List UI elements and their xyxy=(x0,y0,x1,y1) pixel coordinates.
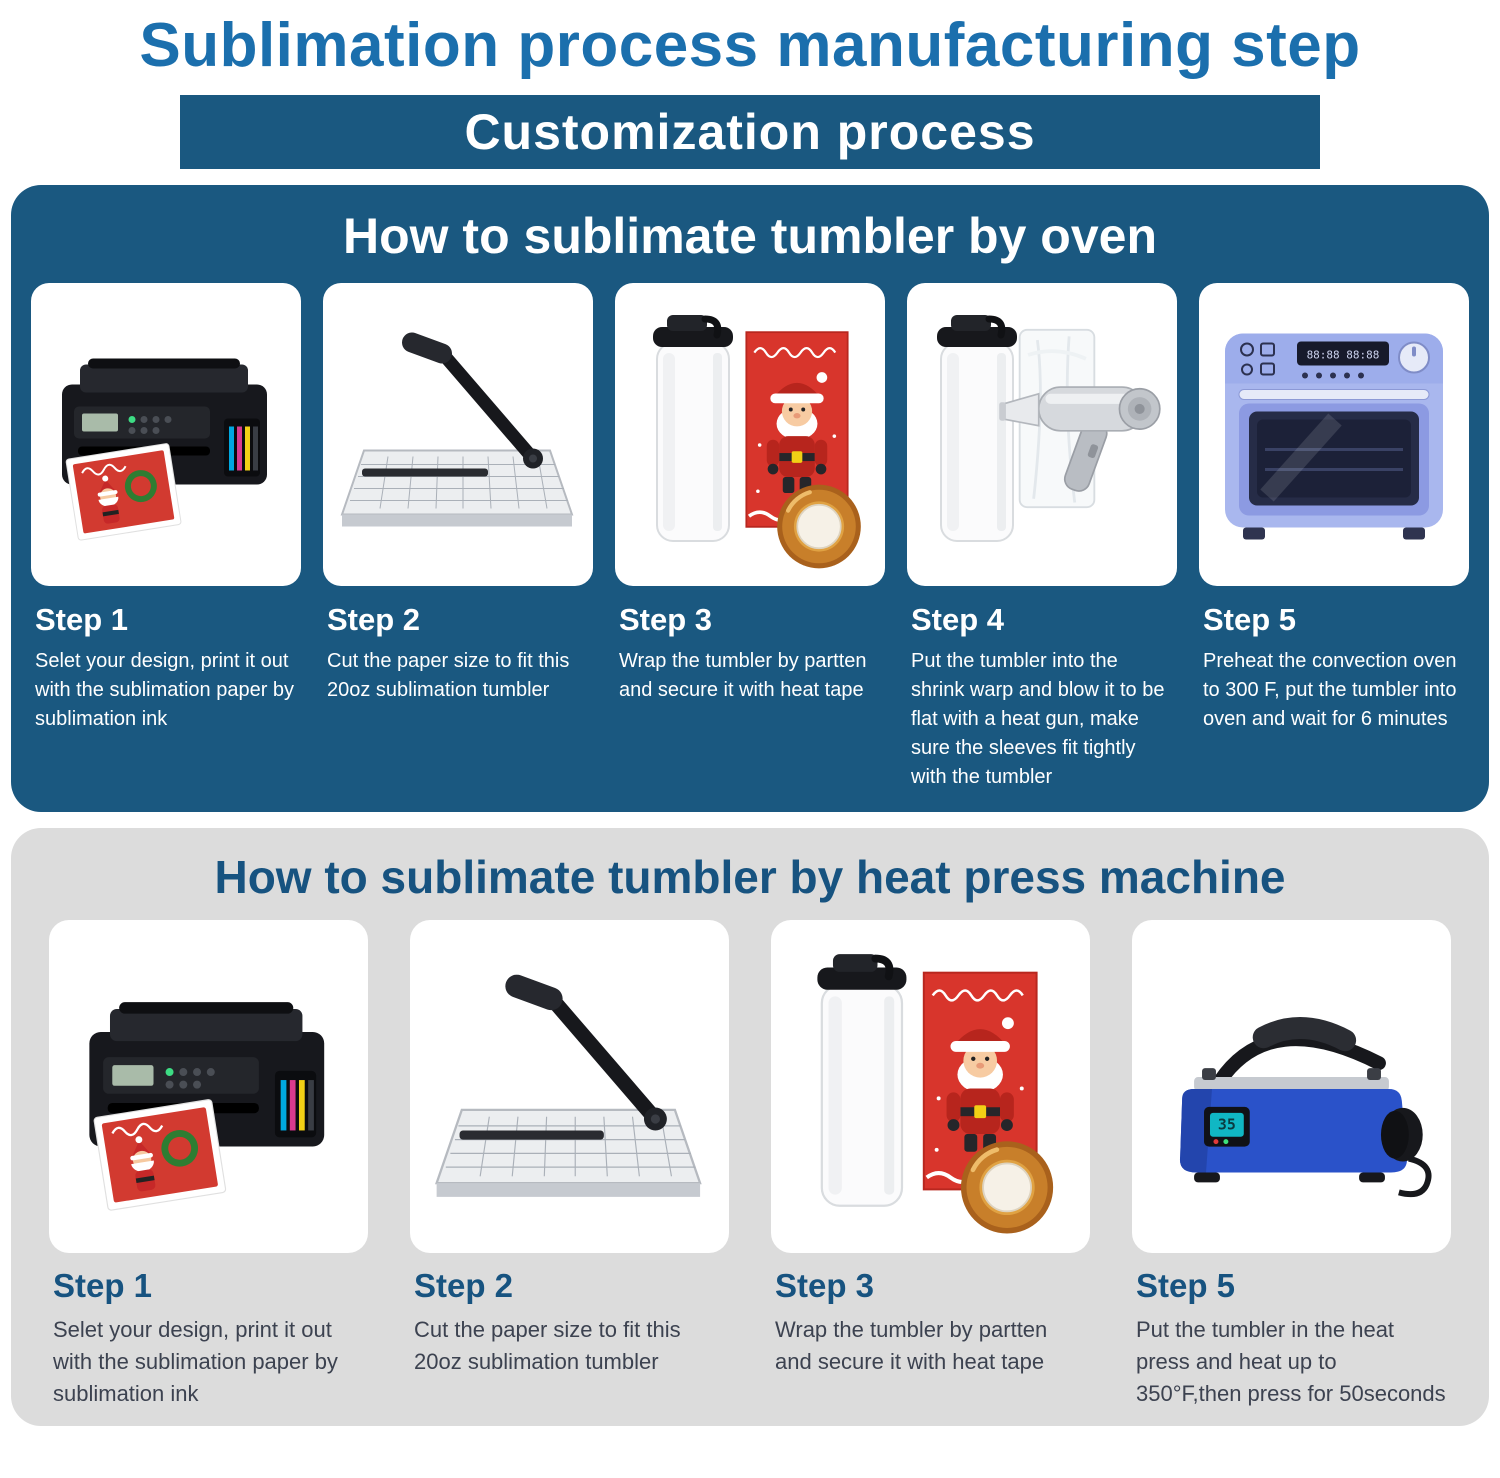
press-step-3: Step 3 Wrap the tumbler by partten and s… xyxy=(771,920,1090,1410)
inkjet-printer-image xyxy=(88,1001,326,1212)
tumbler-pattern-photo-card xyxy=(771,920,1090,1253)
step-label: Step 4 xyxy=(911,602,1005,637)
step-description: Put the tumbler in the heat press and he… xyxy=(1136,1317,1446,1406)
step-label: Step 3 xyxy=(775,1267,875,1304)
step-description: Wrap the tumbler by partten and secure i… xyxy=(619,650,867,701)
paper-cutter-photo-card xyxy=(323,283,593,586)
banner: Customization process xyxy=(180,95,1320,169)
step-label: Step 5 xyxy=(1136,1267,1236,1304)
printer-photo-card xyxy=(31,283,301,586)
oven-step-1: Step 1 Selet your design, print it out w… xyxy=(31,283,301,792)
press-step-1: Step 1 Selet your design, print it out w… xyxy=(49,920,368,1410)
paper-cutter-photo-card xyxy=(410,920,729,1253)
step-description: Selet your design, print it out with the… xyxy=(35,650,295,730)
tumbler-image xyxy=(653,315,733,541)
convection-oven-image: 88:88 88:88 xyxy=(1199,283,1469,586)
step-label: Step 5 xyxy=(1203,602,1297,637)
tumbler-pattern-heat-tape-image xyxy=(771,920,1090,1253)
heat-press-machine-image: 35 xyxy=(1132,920,1451,1253)
tumbler-pattern-heat-tape-image xyxy=(615,283,885,586)
press-step-5: 35 Step 5 Put the tumbler in the heat pr… xyxy=(1132,920,1451,1410)
oven-display: 88:88 88:88 xyxy=(1307,349,1380,362)
heat-tape-image xyxy=(777,485,861,569)
infographic-page: Sublimation process manufacturing step C… xyxy=(11,11,1489,1426)
press-step-2: Step 2 Cut the paper size to fit this 20… xyxy=(410,920,729,1410)
heat-tape-image xyxy=(961,1141,1053,1233)
oven-step-5: 88:88 88:88 Step 5 Preheat the convectio… xyxy=(1199,283,1469,792)
press-display: 35 xyxy=(1218,1116,1236,1134)
press-section: How to sublimate tumbler by heat press m… xyxy=(11,828,1489,1426)
page-title: Sublimation process manufacturing step xyxy=(139,11,1361,80)
oven-section-title: How to sublimate tumbler by oven xyxy=(343,208,1157,264)
step-label: Step 3 xyxy=(619,602,713,637)
step-label: Step 1 xyxy=(35,602,129,637)
oven-step-2: Step 2 Cut the paper size to fit this 20… xyxy=(323,283,593,792)
step-label: Step 1 xyxy=(53,1267,153,1304)
banner-text: Customization process xyxy=(464,104,1036,160)
paper-cutter-image xyxy=(323,283,593,586)
step-description: Preheat the convection oven to 300 F, pu… xyxy=(1203,650,1457,730)
press-section-title: How to sublimate tumbler by heat press m… xyxy=(214,851,1286,903)
step-description: Put the tumbler into the shrink warp and… xyxy=(911,650,1165,788)
oven-section: How to sublimate tumbler by oven Step 1 … xyxy=(11,185,1489,812)
oven-photo-card: 88:88 88:88 xyxy=(1199,283,1469,586)
step-description: Cut the paper size to fit this 20oz subl… xyxy=(327,650,570,701)
printer-photo-card xyxy=(49,920,368,1253)
heat-press-photo-card: 35 xyxy=(1132,920,1451,1253)
tumbler-shrink-wrap-heat-gun-image xyxy=(907,283,1161,586)
step-label: Step 2 xyxy=(327,602,421,637)
inkjet-printer-image xyxy=(61,357,268,542)
oven-step-3: Step 3 Wrap the tumbler by partten and s… xyxy=(615,283,885,792)
step-description: Wrap the tumbler by partten and secure i… xyxy=(775,1317,1048,1374)
paper-cutter-image xyxy=(410,920,729,1253)
tumbler-pattern-photo-card xyxy=(615,283,885,586)
press-steps-row: Step 1 Selet your design, print it out w… xyxy=(49,920,1451,1410)
step-label: Step 2 xyxy=(414,1267,514,1304)
oven-steps-row: Step 1 Selet your design, print it out w… xyxy=(31,283,1469,792)
tumbler-image xyxy=(937,315,1017,541)
tumbler-image xyxy=(817,954,906,1206)
oven-step-4: Step 4 Put the tumbler into the shrink w… xyxy=(907,283,1177,792)
step-description: Selet your design, print it out with the… xyxy=(53,1317,338,1406)
step-description: Cut the paper size to fit this 20oz subl… xyxy=(414,1317,681,1374)
shrink-wrap-photo-card xyxy=(907,283,1177,586)
